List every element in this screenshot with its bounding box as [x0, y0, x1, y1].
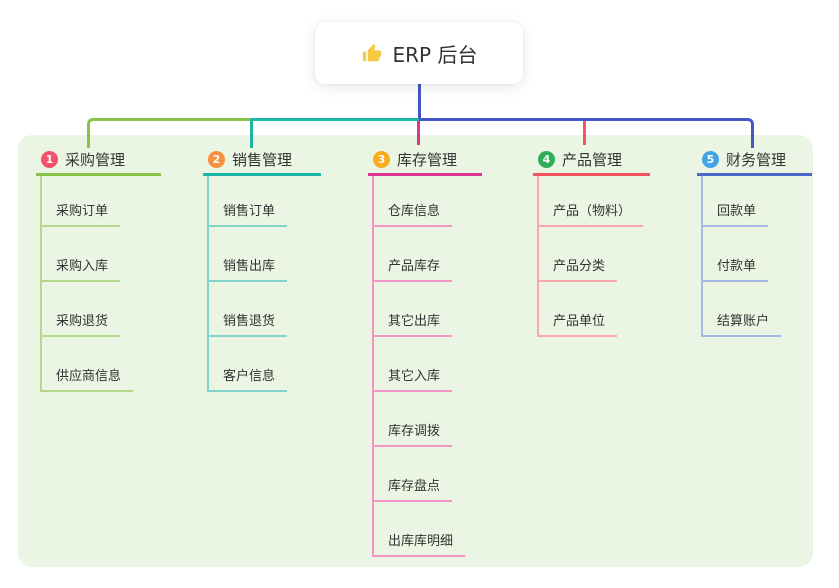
- child-label: 付款单: [703, 255, 769, 282]
- child-label: 产品库存: [374, 255, 453, 282]
- branch-title: 销售管理: [232, 151, 293, 169]
- child-label: 产品单位: [539, 310, 618, 337]
- branch-header[interactable]: 5 财务管理: [697, 146, 812, 176]
- child-node[interactable]: 产品单位: [539, 282, 650, 337]
- child-node[interactable]: 出库库明细: [374, 502, 482, 557]
- branch-title: 采购管理: [65, 151, 126, 169]
- thumbs-up-icon: [361, 42, 383, 64]
- child-label: 库存调拨: [374, 420, 453, 447]
- branch-column: 2 销售管理 销售订单 销售出库 销售退货 客户信息: [203, 146, 321, 392]
- child-node[interactable]: 库存盘点: [374, 447, 482, 502]
- branch-header[interactable]: 4 产品管理: [533, 146, 650, 176]
- branch-header[interactable]: 1 采购管理: [36, 146, 161, 176]
- branch-children: 采购订单 采购入库 采购退货 供应商信息: [40, 176, 161, 392]
- child-node[interactable]: 销售出库: [209, 227, 321, 282]
- child-node[interactable]: 销售订单: [209, 176, 321, 227]
- child-label: 回款单: [703, 200, 769, 227]
- child-label: 出库库明细: [374, 530, 466, 557]
- branch-title: 财务管理: [726, 151, 787, 169]
- child-label: 其它出库: [374, 310, 453, 337]
- drop-line-product: [583, 121, 586, 145]
- branch-title: 库存管理: [397, 151, 458, 169]
- branch-header[interactable]: 3 库存管理: [368, 146, 482, 176]
- child-label: 产品分类: [539, 255, 618, 282]
- branch-title: 产品管理: [562, 151, 623, 169]
- child-label: 仓库信息: [374, 200, 453, 227]
- child-label: 其它入库: [374, 365, 453, 392]
- child-node[interactable]: 供应商信息: [42, 337, 161, 392]
- child-label: 库存盘点: [374, 475, 453, 502]
- branch-number-badge: 5: [702, 151, 719, 168]
- branches-panel: [18, 135, 813, 567]
- branch-number-badge: 4: [538, 151, 555, 168]
- branch-column: 1 采购管理 采购订单 采购入库 采购退货 供应商信息: [36, 146, 161, 392]
- branch-children: 销售订单 销售出库 销售退货 客户信息: [207, 176, 321, 392]
- branch-children: 产品（物料） 产品分类 产品单位: [537, 176, 650, 337]
- child-node[interactable]: 结算账户: [703, 282, 812, 337]
- child-label: 销售退货: [209, 310, 288, 337]
- branch-column: 5 财务管理 回款单 付款单 结算账户: [697, 146, 812, 337]
- branch-number-badge: 2: [208, 151, 225, 168]
- child-node[interactable]: 付款单: [703, 227, 812, 282]
- root-connector-line: [418, 84, 421, 118]
- child-label: 采购入库: [42, 255, 121, 282]
- branch-children: 回款单 付款单 结算账户: [701, 176, 812, 337]
- child-label: 产品（物料）: [539, 200, 644, 227]
- branch-column: 3 库存管理 仓库信息 产品库存 其它出库 其它入库 库存调拨 库存盘点 出库库…: [368, 146, 482, 557]
- branch-number-badge: 1: [41, 151, 58, 168]
- child-label: 结算账户: [703, 310, 782, 337]
- branch-column: 4 产品管理 产品（物料） 产品分类 产品单位: [533, 146, 650, 337]
- child-node[interactable]: 客户信息: [209, 337, 321, 392]
- branch-children: 仓库信息 产品库存 其它出库 其它入库 库存调拨 库存盘点 出库库明细: [372, 176, 482, 557]
- child-label: 供应商信息: [42, 365, 134, 392]
- branch-number-badge: 3: [373, 151, 390, 168]
- root-node[interactable]: ERP 后台: [315, 22, 523, 84]
- bus-line-mid-teal: [250, 118, 422, 148]
- child-node[interactable]: 回款单: [703, 176, 812, 227]
- child-node[interactable]: 产品（物料）: [539, 176, 650, 227]
- bus-line-left-green: [87, 118, 253, 148]
- child-node[interactable]: 仓库信息: [374, 176, 482, 227]
- child-label: 客户信息: [209, 365, 288, 392]
- child-label: 销售出库: [209, 255, 288, 282]
- child-node[interactable]: 其它出库: [374, 282, 482, 337]
- child-node[interactable]: 采购退货: [42, 282, 161, 337]
- bus-line-right-blue: [419, 118, 754, 148]
- drop-line-inventory: [417, 121, 420, 145]
- branch-header[interactable]: 2 销售管理: [203, 146, 321, 176]
- child-label: 采购订单: [42, 200, 121, 227]
- child-node[interactable]: 销售退货: [209, 282, 321, 337]
- child-node[interactable]: 采购订单: [42, 176, 161, 227]
- child-node[interactable]: 采购入库: [42, 227, 161, 282]
- root-label: ERP 后台: [392, 42, 478, 67]
- child-label: 销售订单: [209, 200, 288, 227]
- child-node[interactable]: 库存调拨: [374, 392, 482, 447]
- child-label: 采购退货: [42, 310, 121, 337]
- child-node[interactable]: 产品分类: [539, 227, 650, 282]
- child-node[interactable]: 其它入库: [374, 337, 482, 392]
- child-node[interactable]: 产品库存: [374, 227, 482, 282]
